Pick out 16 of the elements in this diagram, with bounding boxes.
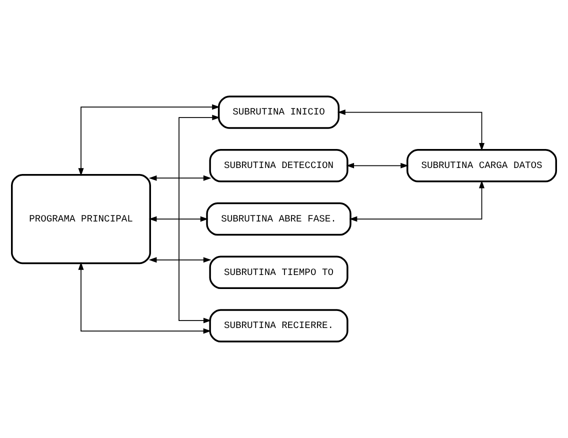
arrow	[148, 257, 212, 263]
node-box: SUBRUTINA INICIO	[218, 96, 340, 129]
arrow	[148, 175, 212, 181]
node-box: SUBRUTINA CARGA DATOS	[406, 149, 557, 182]
node-box: SUBRUTINA RECIERRE.	[209, 309, 348, 342]
node-box: SUBRUTINA DETECCION	[209, 149, 348, 182]
node-box: SUBRUTINA TIEMPO TO	[209, 256, 348, 289]
node-box: SUBRUTINA ABRE FASE.	[206, 202, 352, 236]
node-box: PROGRAMA PRINCIPAL	[11, 174, 151, 264]
arrow	[178, 114, 220, 324]
arrow	[338, 109, 485, 151]
arrow	[349, 180, 485, 222]
arrow	[148, 216, 208, 222]
arrow	[78, 262, 212, 334]
arrow	[346, 162, 408, 168]
arrow	[78, 104, 220, 176]
